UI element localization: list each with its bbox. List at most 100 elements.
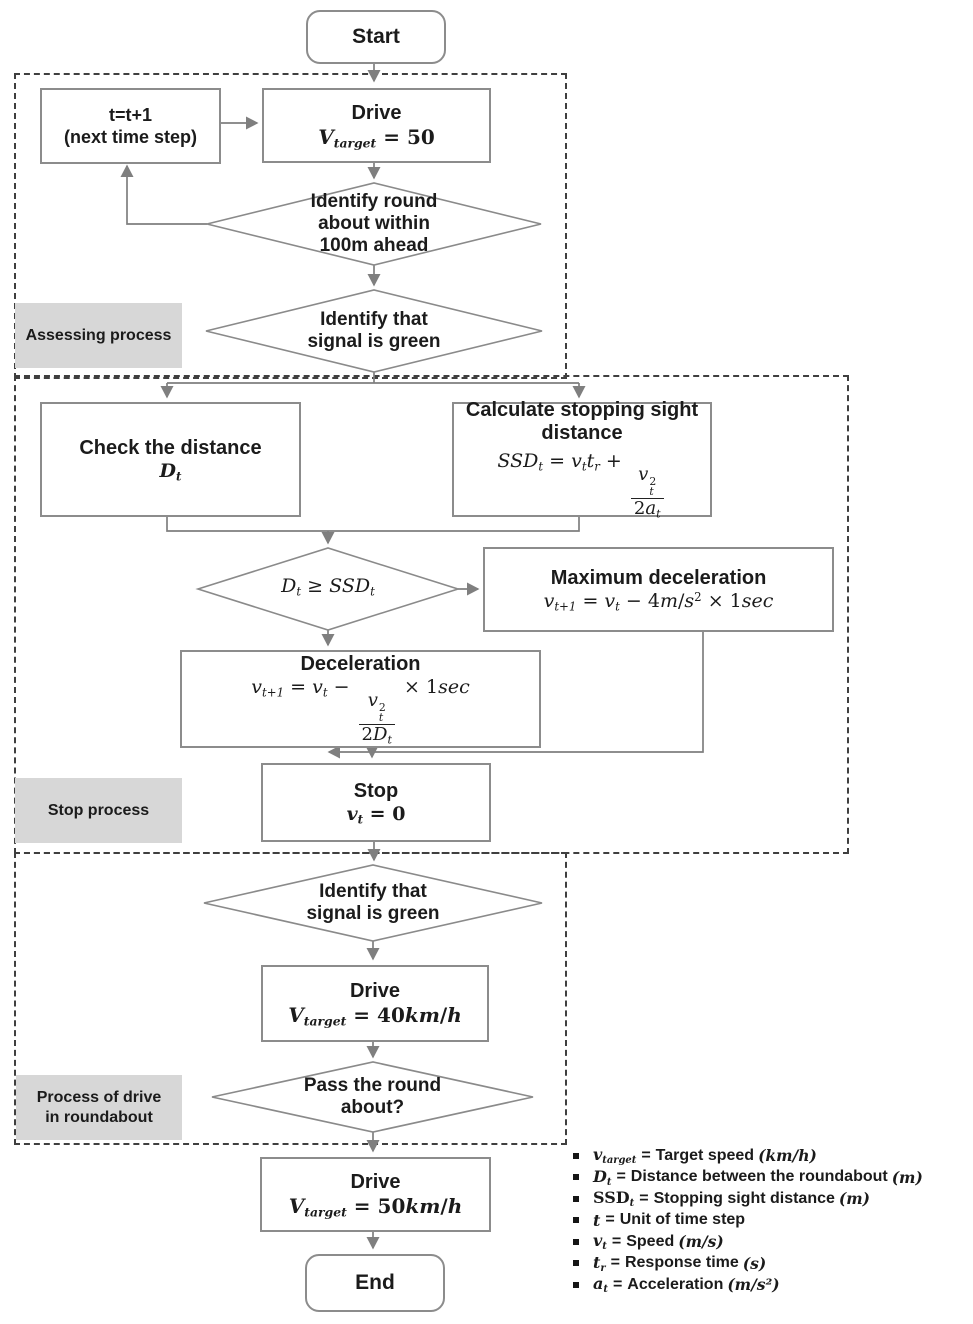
diamond-text-identify-green-1: Identify that signal is green: [206, 290, 542, 372]
legend-equals: =: [610, 1254, 620, 1272]
legend-unit: (m): [838, 1189, 870, 1209]
section-label-text: Process of drive: [36, 1088, 162, 1106]
drive-node-2: Drive Vtarget = 40km/h: [261, 965, 489, 1042]
section-label-text: Stop process: [47, 801, 150, 819]
diamond-dt-ssd: [195, 547, 461, 631]
max-deceleration-node: Maximum deceleration vt+1 = vt − 4m/s2 ×…: [483, 547, 834, 632]
diamond-line: Pass the round: [303, 1075, 442, 1096]
diamond-pass-roundabout: [211, 1061, 534, 1133]
diamond-formula: Dt ≥ SSDt: [281, 575, 375, 599]
bullet-icon: [573, 1260, 579, 1267]
legend-item: Dt = Distance between the roundabout (m): [573, 1167, 971, 1189]
diamond-identify-green-1: [205, 289, 543, 373]
legend-desc: Target speed: [655, 1146, 755, 1164]
legend-item: vtarget = Target speed (km/h): [573, 1145, 971, 1167]
connector-maxdecel-merge: [327, 628, 704, 759]
node-formula: Vtarget = 50: [318, 124, 435, 151]
node-formula: vt = 0: [346, 802, 406, 827]
drive-node-1: Drive Vtarget = 50: [262, 88, 491, 163]
node-formula: vt+1 = vt − 4m/s2 × 1sec: [543, 589, 774, 614]
diamond-text-identify-roundabout: Identify round about within 100m ahead: [207, 183, 541, 265]
diamond-identify-roundabout: [206, 182, 542, 266]
node-title: Drive: [351, 101, 402, 124]
bullet-icon: [573, 1174, 579, 1181]
legend-unit: (m/s²): [727, 1275, 780, 1295]
connector-split-bar: [167, 372, 579, 384]
diamond-line: signal is green: [307, 331, 441, 352]
node-title: distance: [541, 421, 623, 444]
section-label-text: Assessing process: [25, 326, 172, 344]
next-time-step-node: t=t+1 (next time step): [40, 88, 221, 164]
node-formula: Vtarget = 50km/h: [288, 1193, 463, 1220]
bullet-icon: [573, 1238, 579, 1245]
node-title: Stop: [353, 779, 399, 802]
diamond-line: about within: [318, 213, 430, 234]
section-assessing-process: [14, 73, 567, 379]
legend-symbol: Dt: [593, 1166, 612, 1188]
node-title: Drive: [349, 979, 401, 1002]
legend-unit: (s): [742, 1253, 767, 1273]
section-label-assessing: Assessing process: [15, 303, 182, 368]
legend-symbol: vt: [593, 1231, 607, 1253]
diamond-line: Identify that: [319, 881, 427, 902]
section-label-text: in roundabout: [45, 1108, 153, 1126]
section-label-roundabout: Process of drive in roundabout: [16, 1075, 182, 1140]
legend-equals: =: [612, 1275, 623, 1293]
legend-symbol: tr: [593, 1252, 606, 1274]
legend-equals: =: [639, 1189, 649, 1207]
legend-desc: Response time: [624, 1254, 739, 1272]
legend-item: vt = Speed (m/s): [573, 1231, 971, 1253]
legend-desc: Unit of time step: [619, 1211, 746, 1229]
legend-symbol: vtarget: [593, 1145, 637, 1167]
diamond-line: 100m ahead: [319, 235, 429, 256]
drive-node-3: Drive Vtarget = 50km/h: [260, 1157, 491, 1232]
legend-equals: =: [605, 1211, 615, 1229]
end-label: End: [355, 1271, 395, 1294]
connector-loop-tstep: [120, 164, 207, 225]
node-title: Deceleration: [300, 652, 421, 675]
legend-desc: Stopping sight distance: [653, 1189, 835, 1207]
node-title: Maximum deceleration: [550, 566, 767, 589]
bullet-icon: [573, 1217, 579, 1224]
legend-item: SSDt = Stopping sight distance (m): [573, 1188, 971, 1210]
legend-item: t = Unit of time step: [573, 1210, 971, 1232]
legend-unit: (m): [891, 1167, 923, 1187]
legend-equals: =: [641, 1146, 651, 1164]
diamond-text-pass-roundabout: Pass the round about?: [212, 1062, 533, 1132]
legend-desc: Acceleration: [627, 1275, 724, 1293]
diamond-line: Identify round: [310, 191, 438, 212]
node-title: Calculate stopping sight: [465, 398, 699, 421]
legend-unit: (km/h): [758, 1146, 817, 1166]
section-roundabout-process: [14, 852, 567, 1145]
diamond-text-identify-green-2: Identify that signal is green: [204, 865, 542, 941]
start-label: Start: [352, 25, 400, 48]
node-title: Check the distance: [79, 436, 262, 459]
node-formula: Vtarget = 40km/h: [288, 1002, 462, 1029]
check-distance-node: Check the distance Dt: [40, 402, 301, 517]
legend-equals: =: [616, 1168, 626, 1186]
legend-desc: Speed: [626, 1232, 675, 1250]
legend-desc: Distance between the roundabout: [630, 1168, 888, 1186]
stop-node: Stop vt = 0: [261, 763, 491, 842]
legend-item: tr = Response time (s): [573, 1253, 971, 1275]
legend: vtarget = Target speed (km/h) Dt = Dista…: [573, 1145, 971, 1296]
end-node: End: [305, 1254, 445, 1312]
diamond-line: Identify that: [320, 309, 428, 330]
diamond-identify-green-2: [203, 864, 543, 942]
node-formula: Dt: [159, 459, 182, 484]
node-title: Drive: [350, 1170, 401, 1193]
node-text: (next time step): [63, 127, 198, 147]
legend-symbol: SSDt: [593, 1188, 635, 1210]
legend-symbol: at: [593, 1274, 608, 1296]
legend-symbol: t: [593, 1210, 601, 1230]
bullet-icon: [573, 1152, 579, 1159]
bullet-icon: [573, 1195, 579, 1202]
node-text: t=t+1: [108, 105, 153, 125]
diamond-line: signal is green: [306, 903, 440, 924]
bullet-icon: [573, 1281, 579, 1288]
diamond-line: about?: [340, 1097, 405, 1118]
